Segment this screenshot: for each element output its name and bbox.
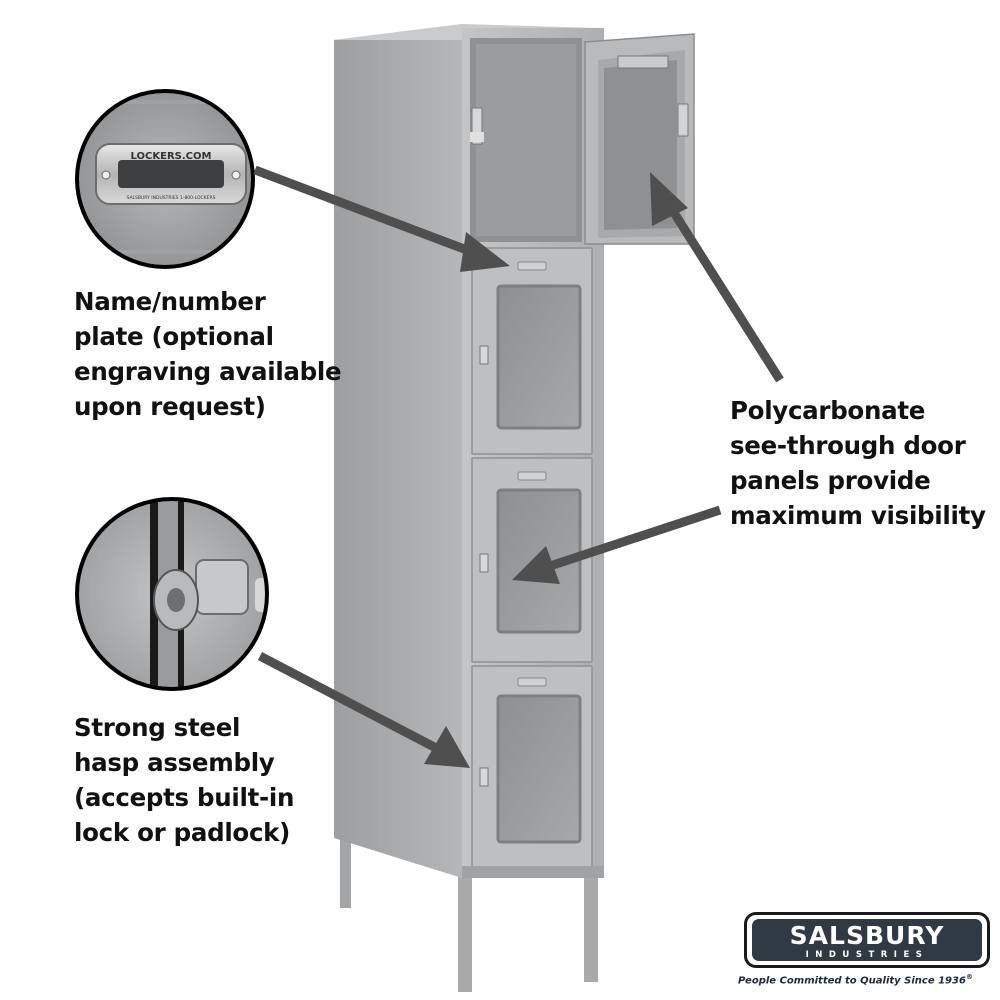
callout-line: plate (optional bbox=[74, 322, 274, 351]
callout-line: Polycarbonate bbox=[730, 396, 926, 425]
brand-sub: INDUSTRIES bbox=[805, 950, 929, 960]
arrow-nameplate bbox=[253, 165, 482, 260]
nameplate-brand: LOCKERS.COM bbox=[131, 151, 212, 162]
callout-line: see-through door bbox=[730, 431, 966, 460]
callout-line: hasp assembly bbox=[74, 748, 275, 777]
callout-arrows bbox=[253, 165, 784, 768]
locker-door-4 bbox=[471, 665, 593, 869]
arrow-head-icon bbox=[650, 172, 688, 226]
locker-door-2 bbox=[471, 247, 593, 455]
callout-line: (accepts built-in bbox=[74, 783, 295, 812]
arrow-open-door bbox=[662, 197, 784, 383]
callout-hasp-text: Strong steel hasp assembly (accepts buil… bbox=[74, 710, 294, 850]
arrow-head-icon bbox=[424, 726, 470, 768]
arrow-head-icon bbox=[512, 546, 560, 584]
brand-tagline-text: People Committed to Quality Since 1936 bbox=[738, 975, 966, 987]
screw-icon bbox=[231, 170, 241, 180]
nameplate-detail-circle: LOCKERS.COM SALSBURY INDUSTRIES 1-800-LO… bbox=[75, 89, 255, 269]
callout-line: maximum visibility bbox=[730, 501, 986, 530]
nameplate: LOCKERS.COM SALSBURY INDUSTRIES 1-800-LO… bbox=[95, 143, 247, 205]
callout-line: Strong steel bbox=[74, 713, 241, 742]
callout-line: upon request) bbox=[74, 392, 266, 421]
arrow-hasp bbox=[257, 652, 439, 752]
brand-logo-plate: SALSBURY INDUSTRIES bbox=[752, 919, 982, 961]
locker-leg-back bbox=[340, 838, 351, 908]
brand-logo: SALSBURY INDUSTRIES bbox=[744, 912, 990, 968]
brand-tagline: People Committed to Quality Since 1936® bbox=[738, 973, 1000, 986]
callout-line: engraving available bbox=[74, 357, 342, 386]
callout-nameplate-text: Name/number plate (optional engraving av… bbox=[74, 284, 342, 424]
callout-line: panels provide bbox=[730, 466, 931, 495]
registered-mark: ® bbox=[965, 973, 973, 981]
brand-name: SALSBURY bbox=[789, 921, 945, 950]
hasp-detail-circle bbox=[75, 497, 269, 691]
nameplate-fine-print: SALSBURY INDUSTRIES 1-800-LOCKERS bbox=[127, 195, 216, 201]
locker-leg-right bbox=[584, 862, 598, 982]
callout-polycarbonate-text: Polycarbonate see-through door panels pr… bbox=[730, 393, 986, 533]
arrow-door-panel bbox=[548, 505, 722, 571]
callout-line: Name/number bbox=[74, 287, 266, 316]
screw-icon bbox=[101, 170, 111, 180]
callout-line: lock or padlock) bbox=[74, 818, 291, 847]
locker bbox=[334, 24, 695, 992]
locker-leg-left bbox=[458, 870, 472, 992]
arrow-head-icon bbox=[460, 232, 510, 272]
